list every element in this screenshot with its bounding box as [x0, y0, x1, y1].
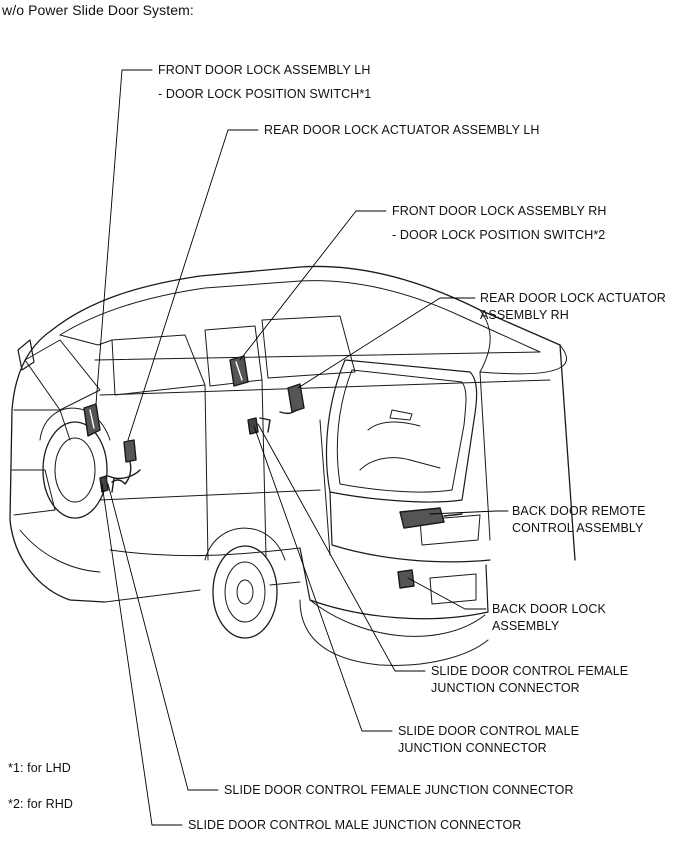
- front-door-lock-lh-label: FRONT DOOR LOCK ASSEMBLY LH: [158, 63, 371, 77]
- diagram-title: w/o Power Slide Door System:: [2, 2, 194, 18]
- back-door-lock-label-line2: ASSEMBLY: [492, 619, 560, 633]
- slide-door-male-connector-rh-label-line2: JUNCTION CONNECTOR: [398, 741, 547, 755]
- wheels: [39, 407, 286, 639]
- front-door-lock-rh-label: FRONT DOOR LOCK ASSEMBLY RH: [392, 204, 607, 218]
- back-door-remote-control-label-line2: CONTROL ASSEMBLY: [512, 521, 644, 535]
- back-door-lock-label-line1: BACK DOOR LOCK: [492, 602, 606, 616]
- slide-door-female-connector-rh-label-line1: SLIDE DOOR CONTROL FEMALE: [431, 664, 629, 678]
- slide-door-female-connector-lh-label: SLIDE DOOR CONTROL FEMALE JUNCTION CONNE…: [224, 783, 574, 797]
- components: [83, 355, 463, 589]
- rear-door-lock-actuator-rh-label-line2: ASSEMBLY RH: [480, 308, 569, 322]
- slide-door-male-connector-lh-label: SLIDE DOOR CONTROL MALE JUNCTION CONNECT…: [188, 818, 522, 832]
- rear-door-lock-actuator-rh-label-line1: REAR DOOR LOCK ACTUATOR: [480, 291, 666, 305]
- note-rhd: *2: for RHD: [8, 797, 74, 811]
- back-door-remote-control-label-line1: BACK DOOR REMOTE: [512, 504, 646, 518]
- note-lhd: *1: for LHD: [8, 761, 71, 775]
- leader-lines: [95, 69, 509, 826]
- front-door-lock-lh-sublabel: - DOOR LOCK POSITION SWITCH*1: [158, 87, 372, 101]
- rear-door-lock-actuator-lh-label: REAR DOOR LOCK ACTUATOR ASSEMBLY LH: [264, 123, 540, 137]
- front-door-lock-rh-sublabel: - DOOR LOCK POSITION SWITCH*2: [392, 228, 606, 242]
- slide-door-male-connector-rh-label-line1: SLIDE DOOR CONTROL MALE: [398, 724, 580, 738]
- slide-door-female-connector-rh-label-line2: JUNCTION CONNECTOR: [431, 681, 580, 695]
- van-body: [9, 265, 576, 666]
